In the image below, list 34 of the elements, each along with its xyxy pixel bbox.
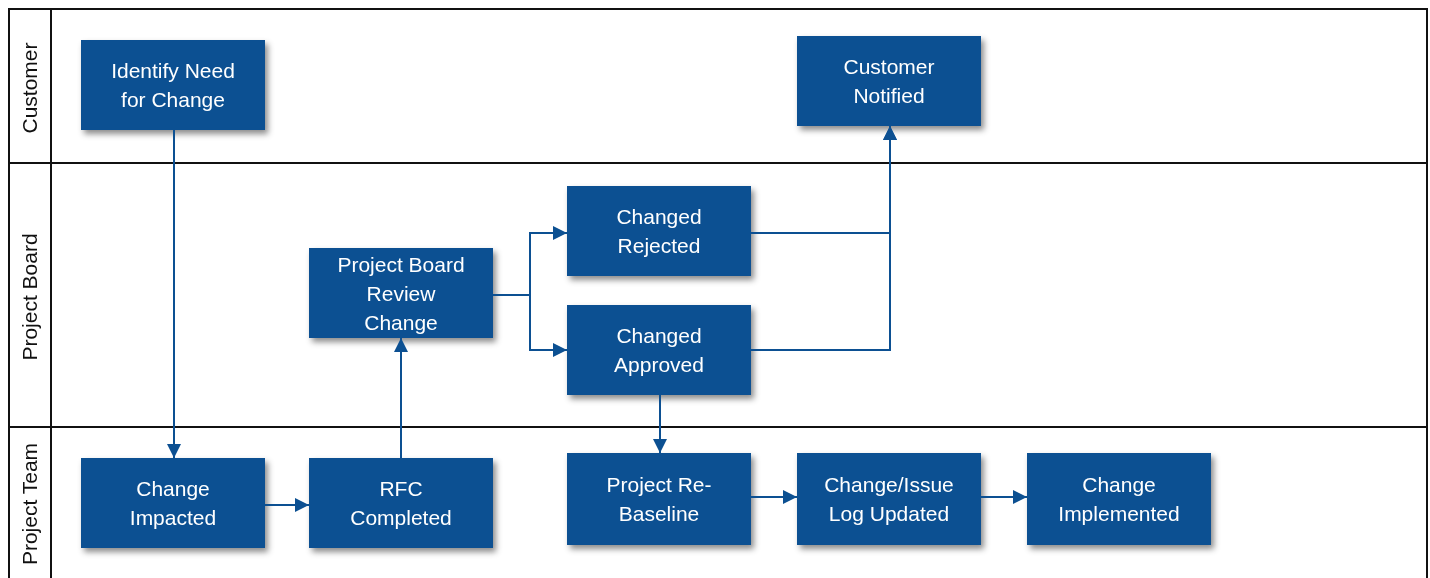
process-box bbox=[81, 458, 265, 548]
box-text: Identify Need for Change bbox=[110, 58, 236, 113]
swimlane bbox=[8, 426, 1428, 578]
process-box bbox=[567, 305, 751, 395]
box-text: Project Board Review Change bbox=[336, 251, 466, 336]
process-box bbox=[309, 248, 493, 338]
process-box bbox=[567, 186, 751, 276]
process-box bbox=[797, 36, 981, 126]
box-text: Changed Approved bbox=[613, 323, 705, 378]
swimlane bbox=[8, 8, 1428, 164]
box-text: Project Re-Baseline bbox=[605, 472, 713, 527]
box-text: Customer Notified bbox=[842, 54, 936, 109]
arrow bbox=[264, 498, 310, 512]
box-text: Change Impacted bbox=[128, 476, 218, 531]
lane-label: Customer bbox=[18, 42, 42, 134]
box-text: Change/Issue Log Updated bbox=[823, 472, 955, 527]
arrow bbox=[167, 129, 181, 459]
swimlane bbox=[8, 162, 1428, 428]
arrow bbox=[750, 490, 798, 504]
process-box bbox=[81, 40, 265, 130]
arrow bbox=[980, 490, 1028, 504]
box-text: Change Implemented bbox=[1057, 472, 1181, 527]
process-box bbox=[797, 453, 981, 545]
arrow bbox=[750, 125, 897, 351]
process-box bbox=[309, 458, 493, 548]
process-box bbox=[1027, 453, 1211, 545]
arrow bbox=[492, 294, 568, 357]
process-box bbox=[567, 453, 751, 545]
lane-label: Project Board bbox=[18, 233, 42, 361]
box-text: Changed Rejected bbox=[615, 204, 703, 259]
lane-label: Project Team bbox=[18, 442, 42, 566]
arrow bbox=[394, 337, 408, 459]
arrow bbox=[653, 394, 667, 454]
box-text: RFC Completed bbox=[349, 476, 453, 531]
